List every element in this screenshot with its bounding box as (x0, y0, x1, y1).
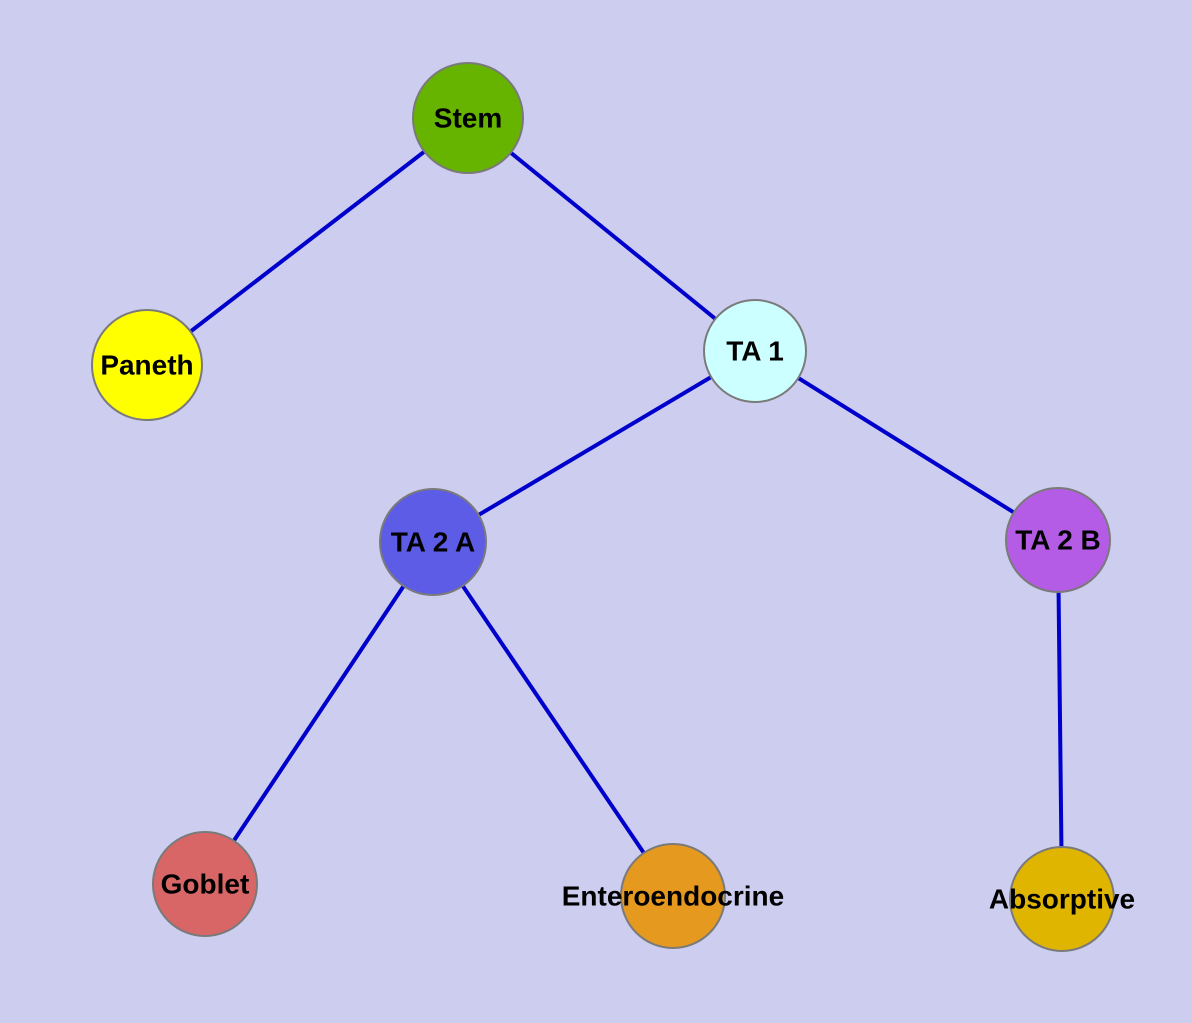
node-circle-stem[interactable] (412, 62, 524, 174)
edge-stem-paneth (145, 116, 470, 367)
node-circle-enteroendocrine[interactable] (620, 843, 726, 949)
edge-ta2a-enteroendocrine (431, 540, 675, 898)
node-goblet[interactable]: Goblet (152, 831, 258, 937)
node-ta1[interactable]: TA 1 (703, 299, 807, 403)
node-ta2a[interactable]: TA 2 A (379, 488, 487, 596)
edge-ta2a-goblet (203, 540, 435, 886)
edge-ta1-ta2a (431, 349, 757, 544)
node-paneth[interactable]: Paneth (91, 309, 203, 421)
node-circle-paneth[interactable] (91, 309, 203, 421)
node-stem[interactable]: Stem (412, 62, 524, 174)
edge-stem-ta1 (466, 116, 757, 353)
node-circle-ta2a[interactable] (379, 488, 487, 596)
node-circle-ta1[interactable] (703, 299, 807, 403)
edge-ta1-ta2b (753, 349, 1060, 542)
node-circle-goblet[interactable] (152, 831, 258, 937)
node-circle-ta2b[interactable] (1005, 487, 1111, 593)
node-circle-absorptive[interactable] (1009, 846, 1115, 952)
edge-ta2b-absorptive (1056, 539, 1064, 900)
node-ta2b[interactable]: TA 2 B (1005, 487, 1111, 593)
